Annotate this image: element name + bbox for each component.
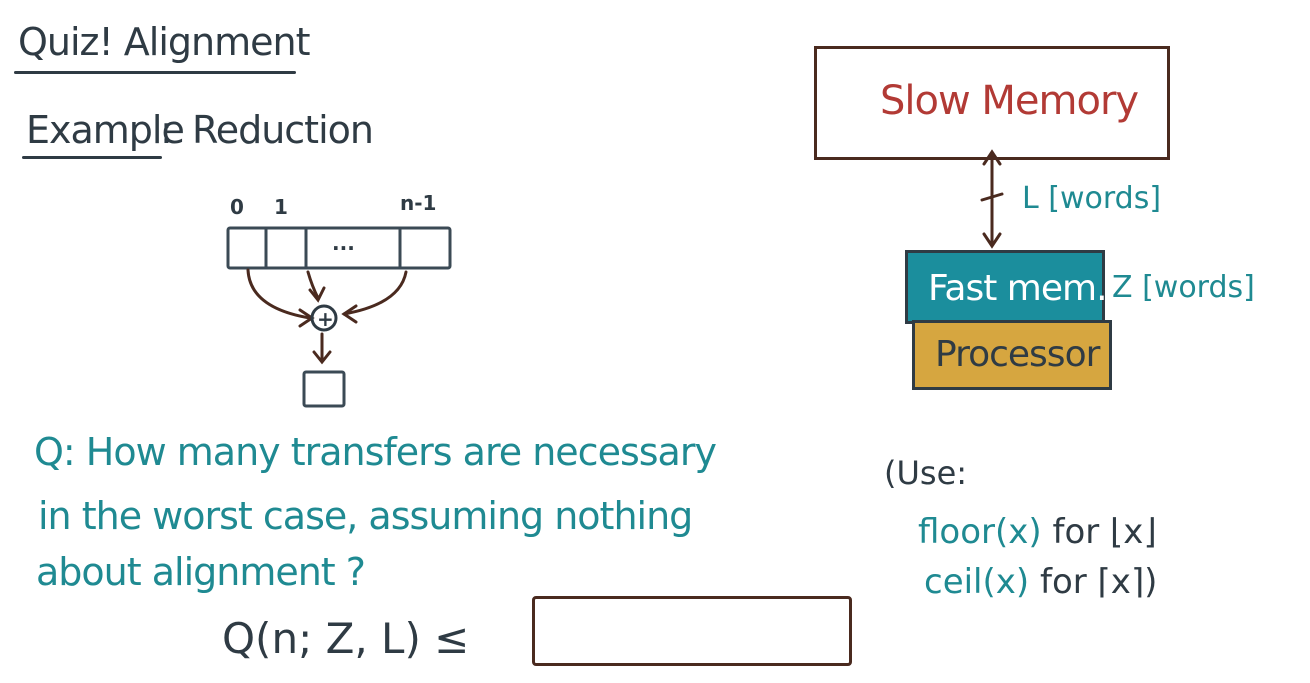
- plus-sign: +: [317, 307, 334, 331]
- array-outline: [226, 226, 452, 270]
- ceil-symbol: ⌈x⌉): [1097, 562, 1158, 602]
- result-cell: [302, 370, 346, 408]
- question-line-2: in the worst case, assuming nothing: [38, 494, 693, 538]
- floor-symbol: ⌊x⌋: [1110, 512, 1157, 552]
- fast-memory-label: Fast mem.: [928, 268, 1108, 309]
- example-value: Reduction: [192, 108, 374, 152]
- hint-ceil-line: ceil(x) for ⌈x⌉): [924, 562, 1157, 602]
- ceil-for: for: [1039, 562, 1087, 602]
- floor-for: for: [1052, 512, 1100, 552]
- index-label-1: 1: [274, 195, 288, 219]
- arrow-down-head: [312, 350, 332, 365]
- answer-box[interactable]: [532, 596, 852, 666]
- transfer-connector: [980, 149, 1004, 249]
- arrow-middle: [306, 270, 320, 300]
- connector-head-top: [982, 149, 1002, 166]
- array-cells: ...: [226, 226, 452, 270]
- example-underline: [22, 156, 162, 159]
- processor-label: Processor: [935, 334, 1100, 375]
- formula-lhs: Q(n; Z, L) ≤: [222, 614, 470, 663]
- title-underline: [14, 71, 296, 74]
- reduction-arrows: [246, 268, 408, 365]
- array-ellipsis: ...: [332, 231, 355, 255]
- reduction-diagram: 0 1 n-1 ... +: [226, 191, 452, 408]
- plus-circle: [310, 304, 338, 332]
- processor-box: [912, 320, 1112, 390]
- hint-floor-line: floor(x) for ⌊x⌋: [918, 512, 1157, 552]
- slow-memory-label: Slow Memory: [880, 78, 1139, 124]
- example-separator: :: [160, 108, 173, 152]
- ceil-function: ceil(x): [924, 562, 1030, 602]
- arrow-left: [246, 268, 312, 320]
- question-line-3: about alignment ?: [36, 550, 366, 594]
- question-line-1: Q: How many transfers are necessary: [34, 430, 717, 474]
- slow-memory-box: [814, 46, 1170, 160]
- connector-head-bottom: [982, 232, 1002, 249]
- arrow-middle-head: [308, 286, 326, 303]
- arrow-right: [342, 270, 408, 316]
- transfer-size-label: L [words]: [1022, 181, 1162, 216]
- example-label: Example: [26, 108, 185, 152]
- index-label-0: 0: [230, 195, 244, 219]
- connector-tick: [980, 192, 1004, 202]
- hint-title: (Use:: [884, 454, 968, 492]
- arrow-right-head: [341, 304, 358, 324]
- page-title: Quiz! Alignment: [18, 20, 311, 64]
- index-label-n-minus-1: n-1: [400, 191, 436, 215]
- fast-memory-size-label: Z [words]: [1112, 270, 1255, 305]
- floor-function: floor(x): [918, 512, 1042, 552]
- plus-operator: +: [310, 304, 338, 332]
